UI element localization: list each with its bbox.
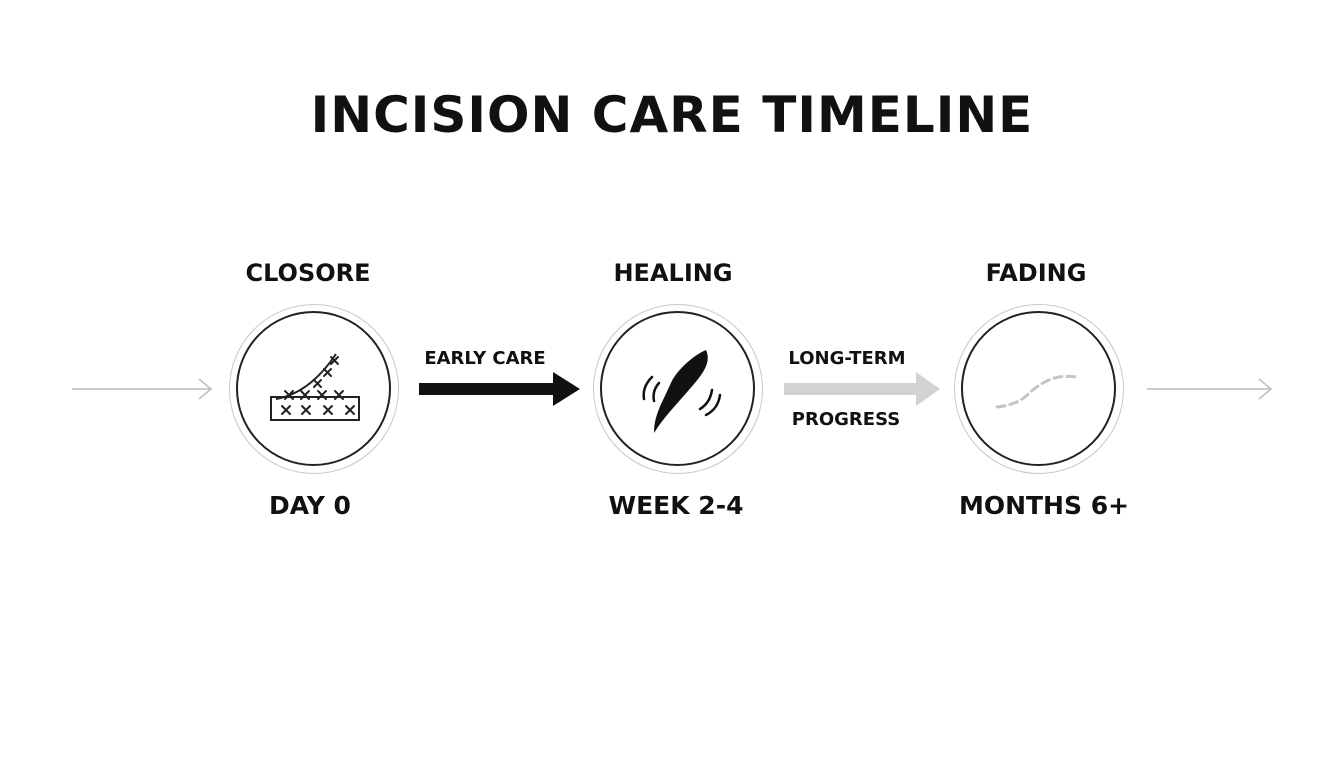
stage-title-closure: CLOSORE <box>245 259 371 287</box>
stitched-incision-icon <box>270 353 360 421</box>
stage-title-fading: FADING <box>985 259 1087 287</box>
stage-time-fading: MONTHS 6+ <box>958 491 1130 520</box>
healing-scar-icon <box>642 350 722 433</box>
connector-label-long-term: LONG-TERM <box>788 348 906 369</box>
lead-out-arrow <box>1147 378 1273 400</box>
stage-circle-fading <box>954 304 1124 474</box>
connector-label-progress: PROGRESS <box>791 409 901 430</box>
stage-circle-healing <box>593 304 763 474</box>
faded-scar-icon <box>995 374 1079 409</box>
lead-in-arrow <box>72 378 213 400</box>
stage-time-closure: DAY 0 <box>269 491 351 520</box>
stage-circle-closure <box>229 304 399 474</box>
connector-label-early-care: EARLY CARE <box>424 348 546 369</box>
page-title: INCISION CARE TIMELINE <box>310 86 1034 144</box>
stage-title-healing: HEALING <box>613 259 733 287</box>
long-term-arrow <box>784 372 940 406</box>
early-care-arrow <box>419 372 580 406</box>
stage-time-healing: WEEK 2-4 <box>608 491 744 520</box>
